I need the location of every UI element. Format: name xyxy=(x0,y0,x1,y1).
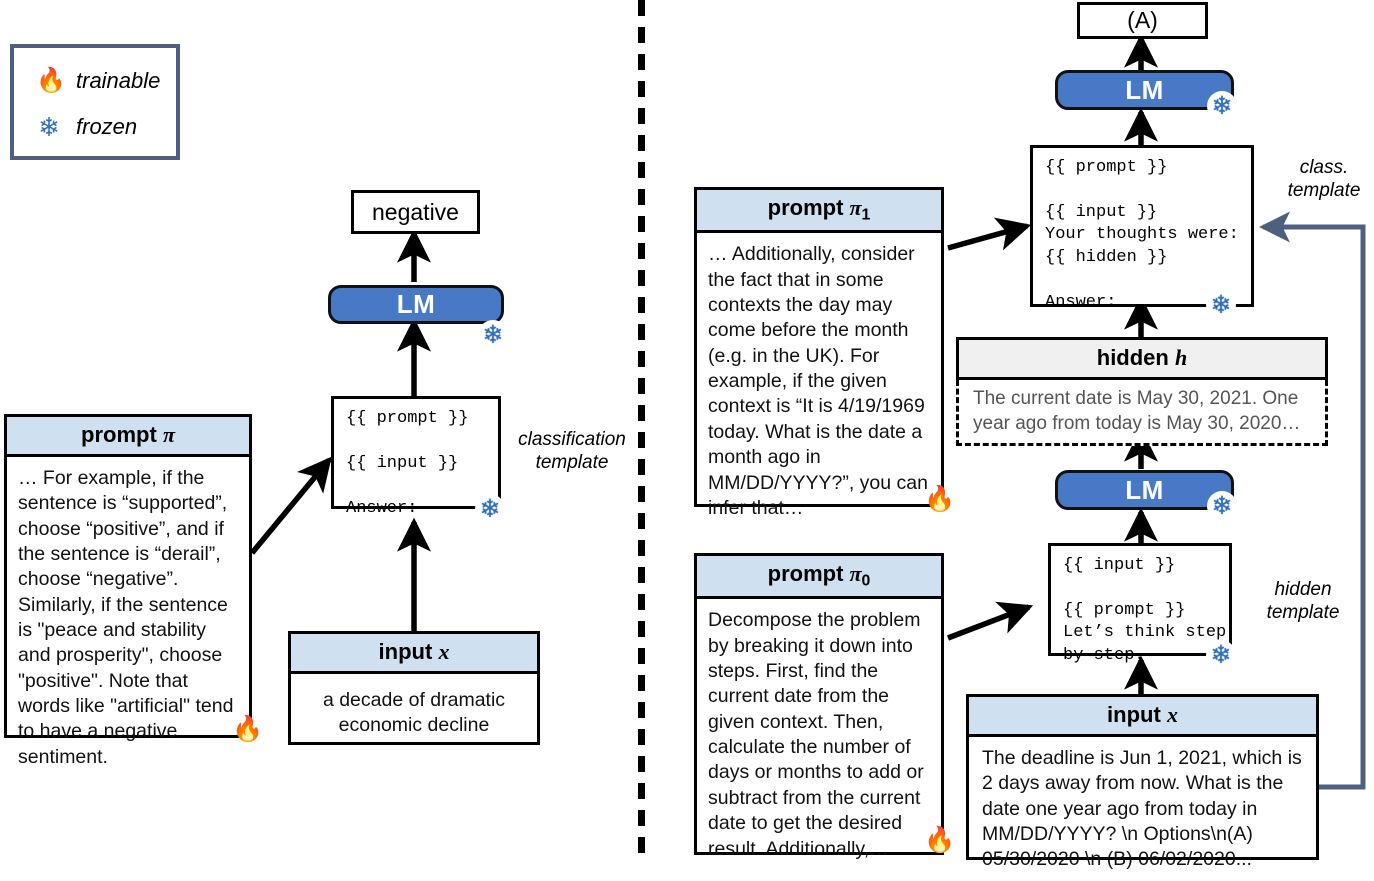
right-prompt0-box: prompt π0 Decompose the problem by break… xyxy=(694,553,944,860)
left-input-title: input xyxy=(378,639,433,664)
left-classification-template: {{ prompt }} {{ input }} Answer: xyxy=(331,396,501,518)
fire-glyph: 🔥 xyxy=(924,485,956,513)
snowflake-glyph: ❄ xyxy=(1210,640,1232,669)
right-hidden-template-snowflake-icon: ❄ xyxy=(1206,640,1236,670)
caption-line-2: template xyxy=(1266,602,1340,624)
left-output-box: negative xyxy=(351,190,480,234)
right-hidden-title: hidden xyxy=(1096,345,1169,370)
left-prompt-symbol: π xyxy=(162,422,175,447)
pi-glyph: π xyxy=(849,561,862,586)
right-hidden-template-text: {{ input }} {{ prompt }} Let’s think ste… xyxy=(1063,556,1227,665)
panel-divider xyxy=(638,0,645,863)
caption-line-2: template xyxy=(535,452,609,474)
fire-icon: 🔥 xyxy=(36,67,66,94)
legend-item-trainable: 🔥 trainable xyxy=(36,58,176,104)
right-prompt0-symbol: π0 xyxy=(849,561,871,590)
right-output-label: (A) xyxy=(1127,7,1158,33)
left-classification-template-snowflake-icon: ❄ xyxy=(475,494,505,524)
left-prompt-fire-icon: 🔥 xyxy=(232,717,263,742)
right-lm-top-label: LM xyxy=(1125,74,1164,105)
right-lm-bottom-label: LM xyxy=(1125,474,1164,505)
diagram-canvas: 🔥 trainable ❄ frozen negative LM ❄ {{ pr… xyxy=(4,0,1374,870)
legend-label-trainable: trainable xyxy=(76,68,161,93)
right-prompt0-title: prompt xyxy=(767,561,844,586)
right-hidden-symbol: h xyxy=(1174,345,1188,370)
right-prompt1-title: prompt xyxy=(767,195,844,220)
left-lm-label: LM xyxy=(396,289,436,319)
left-input-body: a decade of dramatic economic decline xyxy=(322,689,506,737)
subscript: 1 xyxy=(861,206,871,224)
left-output-label: negative xyxy=(372,198,459,225)
legend-label-frozen: frozen xyxy=(76,114,138,139)
left-classification-template-caption: classification template xyxy=(508,428,636,474)
right-prompt0-fire-icon: 🔥 xyxy=(924,828,955,853)
right-class-template-snowflake-icon: ❄ xyxy=(1206,290,1236,320)
right-hidden-body: The current date is May 30, 2021. One ye… xyxy=(956,380,1328,447)
snowflake-glyph: ❄ xyxy=(1211,91,1233,120)
right-prompt1-fire-icon: 🔥 xyxy=(924,487,955,512)
right-prompt0-body: Decompose the problem by breaking it dow… xyxy=(708,609,924,860)
snowflake-glyph: ❄ xyxy=(1210,290,1232,319)
left-prompt-body: … For example, if the sentence is “suppo… xyxy=(18,467,234,768)
right-lm-bottom-block: LM xyxy=(1055,470,1234,510)
left-lm-block: LM xyxy=(328,285,504,324)
right-input-symbol: x xyxy=(1166,702,1178,727)
right-input-body: The deadline is Jun 1, 2021, which is 2 … xyxy=(982,747,1302,871)
right-prompt1-box: prompt π1 … Additionally, consider the f… xyxy=(694,187,944,519)
snowflake-icon: ❄ xyxy=(38,112,60,142)
right-input-header: input x xyxy=(969,697,1316,737)
right-prompt1-header: prompt π1 xyxy=(697,190,941,234)
pi-glyph: π xyxy=(849,195,862,220)
right-lm-bottom-snowflake-icon: ❄ xyxy=(1207,491,1237,521)
left-lm-snowflake-icon: ❄ xyxy=(478,320,508,350)
left-input-header: input x xyxy=(291,634,537,674)
right-output-box: (A) xyxy=(1077,2,1208,39)
left-classification-template-text: {{ prompt }} {{ input }} Answer: xyxy=(346,409,469,518)
left-prompt-title: prompt xyxy=(81,422,157,447)
left-input-box: input x a decade of dramatic economic de… xyxy=(288,631,540,745)
legend-item-frozen: ❄ frozen xyxy=(36,104,176,150)
caption-line-1: classification xyxy=(518,429,626,450)
caption-line-1: class. xyxy=(1299,157,1349,178)
fire-glyph: 🔥 xyxy=(232,715,264,743)
right-prompt0-header: prompt π0 xyxy=(697,556,941,600)
right-class-template-caption: class. template xyxy=(1274,156,1374,202)
left-input-symbol: x xyxy=(438,639,450,664)
caption-line-2: template xyxy=(1287,180,1361,202)
right-lm-top-block: LM xyxy=(1055,70,1234,110)
legend: 🔥 trainable ❄ frozen xyxy=(10,44,180,160)
snowflake-glyph: ❄ xyxy=(479,494,501,523)
right-prompt1-body: … Additionally, consider the fact that i… xyxy=(708,243,928,519)
right-hidden-header: hidden h xyxy=(959,340,1325,377)
snowflake-glyph: ❄ xyxy=(1211,491,1233,520)
right-hidden-template: {{ input }} {{ prompt }} Let’s think ste… xyxy=(1048,543,1232,665)
right-lm-top-snowflake-icon: ❄ xyxy=(1207,91,1237,121)
right-hidden-header-wrap: hidden h xyxy=(956,337,1328,380)
left-prompt-header: prompt π xyxy=(7,417,249,457)
right-class-template-text: {{ prompt }} {{ input }} Your thoughts w… xyxy=(1045,158,1239,312)
right-hidden-template-caption: hidden template xyxy=(1248,578,1358,624)
right-prompt1-symbol: π1 xyxy=(849,195,871,224)
right-hidden-box: hidden h The current date is May 30, 202… xyxy=(956,337,1328,447)
subscript: 0 xyxy=(861,572,871,590)
fire-glyph: 🔥 xyxy=(924,826,956,854)
left-prompt-box: prompt π … For example, if the sentence … xyxy=(4,414,252,768)
caption-line-1: hidden xyxy=(1274,579,1332,600)
snowflake-glyph: ❄ xyxy=(482,320,504,349)
right-input-box: input x The deadline is Jun 1, 2021, whi… xyxy=(966,694,1319,870)
right-input-title: input xyxy=(1107,702,1161,727)
right-class-template: {{ prompt }} {{ input }} Your thoughts w… xyxy=(1030,145,1254,312)
